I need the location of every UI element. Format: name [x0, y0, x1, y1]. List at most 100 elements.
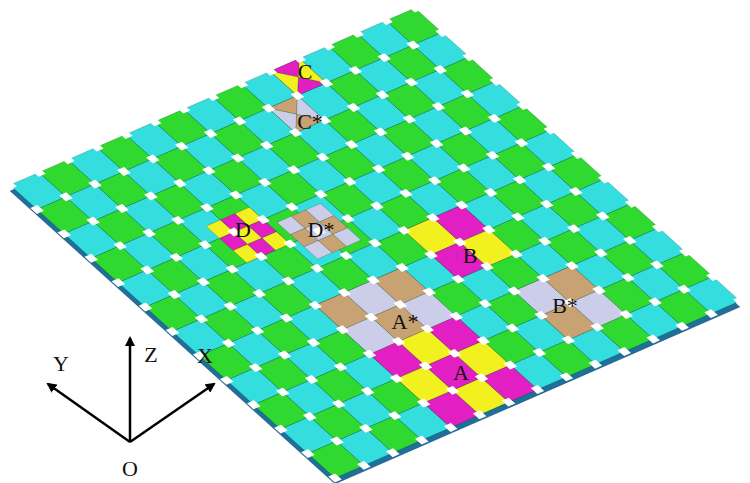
- weave-gap: [229, 191, 242, 200]
- weave-gap: [204, 129, 218, 138]
- weave-gap: [291, 91, 305, 100]
- weave-gap: [428, 176, 441, 185]
- unit-cell-label: A*: [392, 311, 419, 333]
- weave-gap: [282, 277, 295, 286]
- weave-gap: [224, 302, 238, 311]
- weave-gap: [432, 102, 445, 111]
- weave-gap: [226, 265, 239, 274]
- weave-gap: [504, 361, 517, 370]
- weave-gap: [435, 28, 448, 37]
- weave-gap: [535, 311, 548, 320]
- weave-gap: [450, 312, 464, 321]
- x-axis: [130, 384, 214, 442]
- weave-gap: [540, 200, 553, 209]
- weave-gap: [507, 287, 520, 296]
- weave-gap: [619, 310, 633, 319]
- weave-gap: [349, 66, 362, 75]
- unit-cell-d: [262, 232, 290, 251]
- weave-gap: [536, 274, 550, 283]
- weave-gap: [347, 103, 361, 112]
- weave-gap: [390, 374, 404, 383]
- weave-gap: [262, 104, 275, 113]
- weave-gap: [424, 250, 437, 259]
- weave-gap: [251, 326, 265, 335]
- weave-gap: [704, 309, 717, 318]
- unit-cell-label: D: [235, 219, 251, 241]
- weave-gap: [480, 262, 493, 271]
- weave-gap: [455, 201, 468, 210]
- weave-gap: [253, 289, 266, 298]
- weave-gap: [394, 300, 408, 309]
- weave-gap: [486, 151, 500, 160]
- weave-gap: [3, 181, 16, 190]
- unit-cell-b: [460, 230, 516, 267]
- weave-gap: [142, 229, 155, 238]
- weave-gap: [446, 386, 460, 395]
- weave-gap: [303, 412, 317, 421]
- unit-cell-label: C: [298, 61, 313, 83]
- weave-gap: [596, 212, 610, 221]
- weave-gap: [706, 272, 719, 281]
- weave-gap: [473, 410, 487, 419]
- weave-gap: [276, 388, 289, 397]
- weave-gap: [339, 251, 352, 260]
- weave-gap: [309, 301, 322, 310]
- weave-gap: [114, 241, 127, 250]
- weave-gap: [386, 448, 400, 457]
- unit-cell-d-star: [333, 228, 361, 247]
- weave-gap: [419, 362, 432, 371]
- weave-gap: [61, 155, 75, 164]
- weave-gap: [392, 337, 405, 346]
- weave-gap: [378, 53, 391, 62]
- weave-gap: [283, 239, 297, 248]
- weave-gap: [567, 224, 580, 233]
- weave-gap: [388, 411, 401, 420]
- weave-gap: [513, 175, 527, 184]
- weave-gap: [403, 115, 417, 124]
- weave-gap: [406, 41, 420, 50]
- z-axis: [129, 338, 132, 442]
- weave-gap: [589, 360, 603, 369]
- weave-gap: [235, 79, 248, 88]
- weave-gap: [144, 192, 158, 201]
- weave-gap: [117, 167, 131, 176]
- unit-cell-label: A: [453, 362, 469, 384]
- weave-gap: [509, 250, 523, 259]
- weave-gap: [374, 127, 388, 136]
- weave-gap: [625, 199, 639, 208]
- weave-gap: [422, 287, 436, 296]
- weave-gap: [647, 335, 660, 344]
- weave-gap: [368, 239, 381, 248]
- weave-gap: [320, 79, 334, 88]
- weave-gap: [444, 423, 457, 432]
- weave-gap: [679, 248, 693, 257]
- weave-gap: [119, 130, 132, 139]
- weave-gap: [59, 192, 72, 201]
- weave-gap: [365, 313, 378, 322]
- unit-cell-c: [270, 71, 298, 95]
- weave-gap: [370, 202, 384, 211]
- weave-gap: [88, 180, 102, 189]
- weave-gap: [307, 338, 321, 347]
- weave-gap: [200, 203, 214, 212]
- weave-gap: [177, 105, 191, 114]
- weave-gap: [258, 178, 271, 187]
- weave-gap: [426, 213, 440, 222]
- weave-gap: [254, 252, 268, 261]
- weave-gap: [511, 212, 524, 221]
- weave-gap: [195, 314, 209, 323]
- weave-gap: [594, 249, 607, 258]
- weave-gap: [395, 263, 408, 272]
- weave-gap: [141, 266, 155, 275]
- weave-gap: [569, 187, 583, 196]
- unit-cell-label: B: [463, 245, 478, 267]
- weave-gap: [733, 297, 746, 306]
- weave-gap: [430, 139, 444, 148]
- weave-gap: [310, 264, 324, 273]
- weave-gap: [338, 288, 351, 297]
- weave-gap: [571, 150, 584, 159]
- unit-cell-c: [298, 59, 326, 83]
- weave-gap: [330, 437, 344, 446]
